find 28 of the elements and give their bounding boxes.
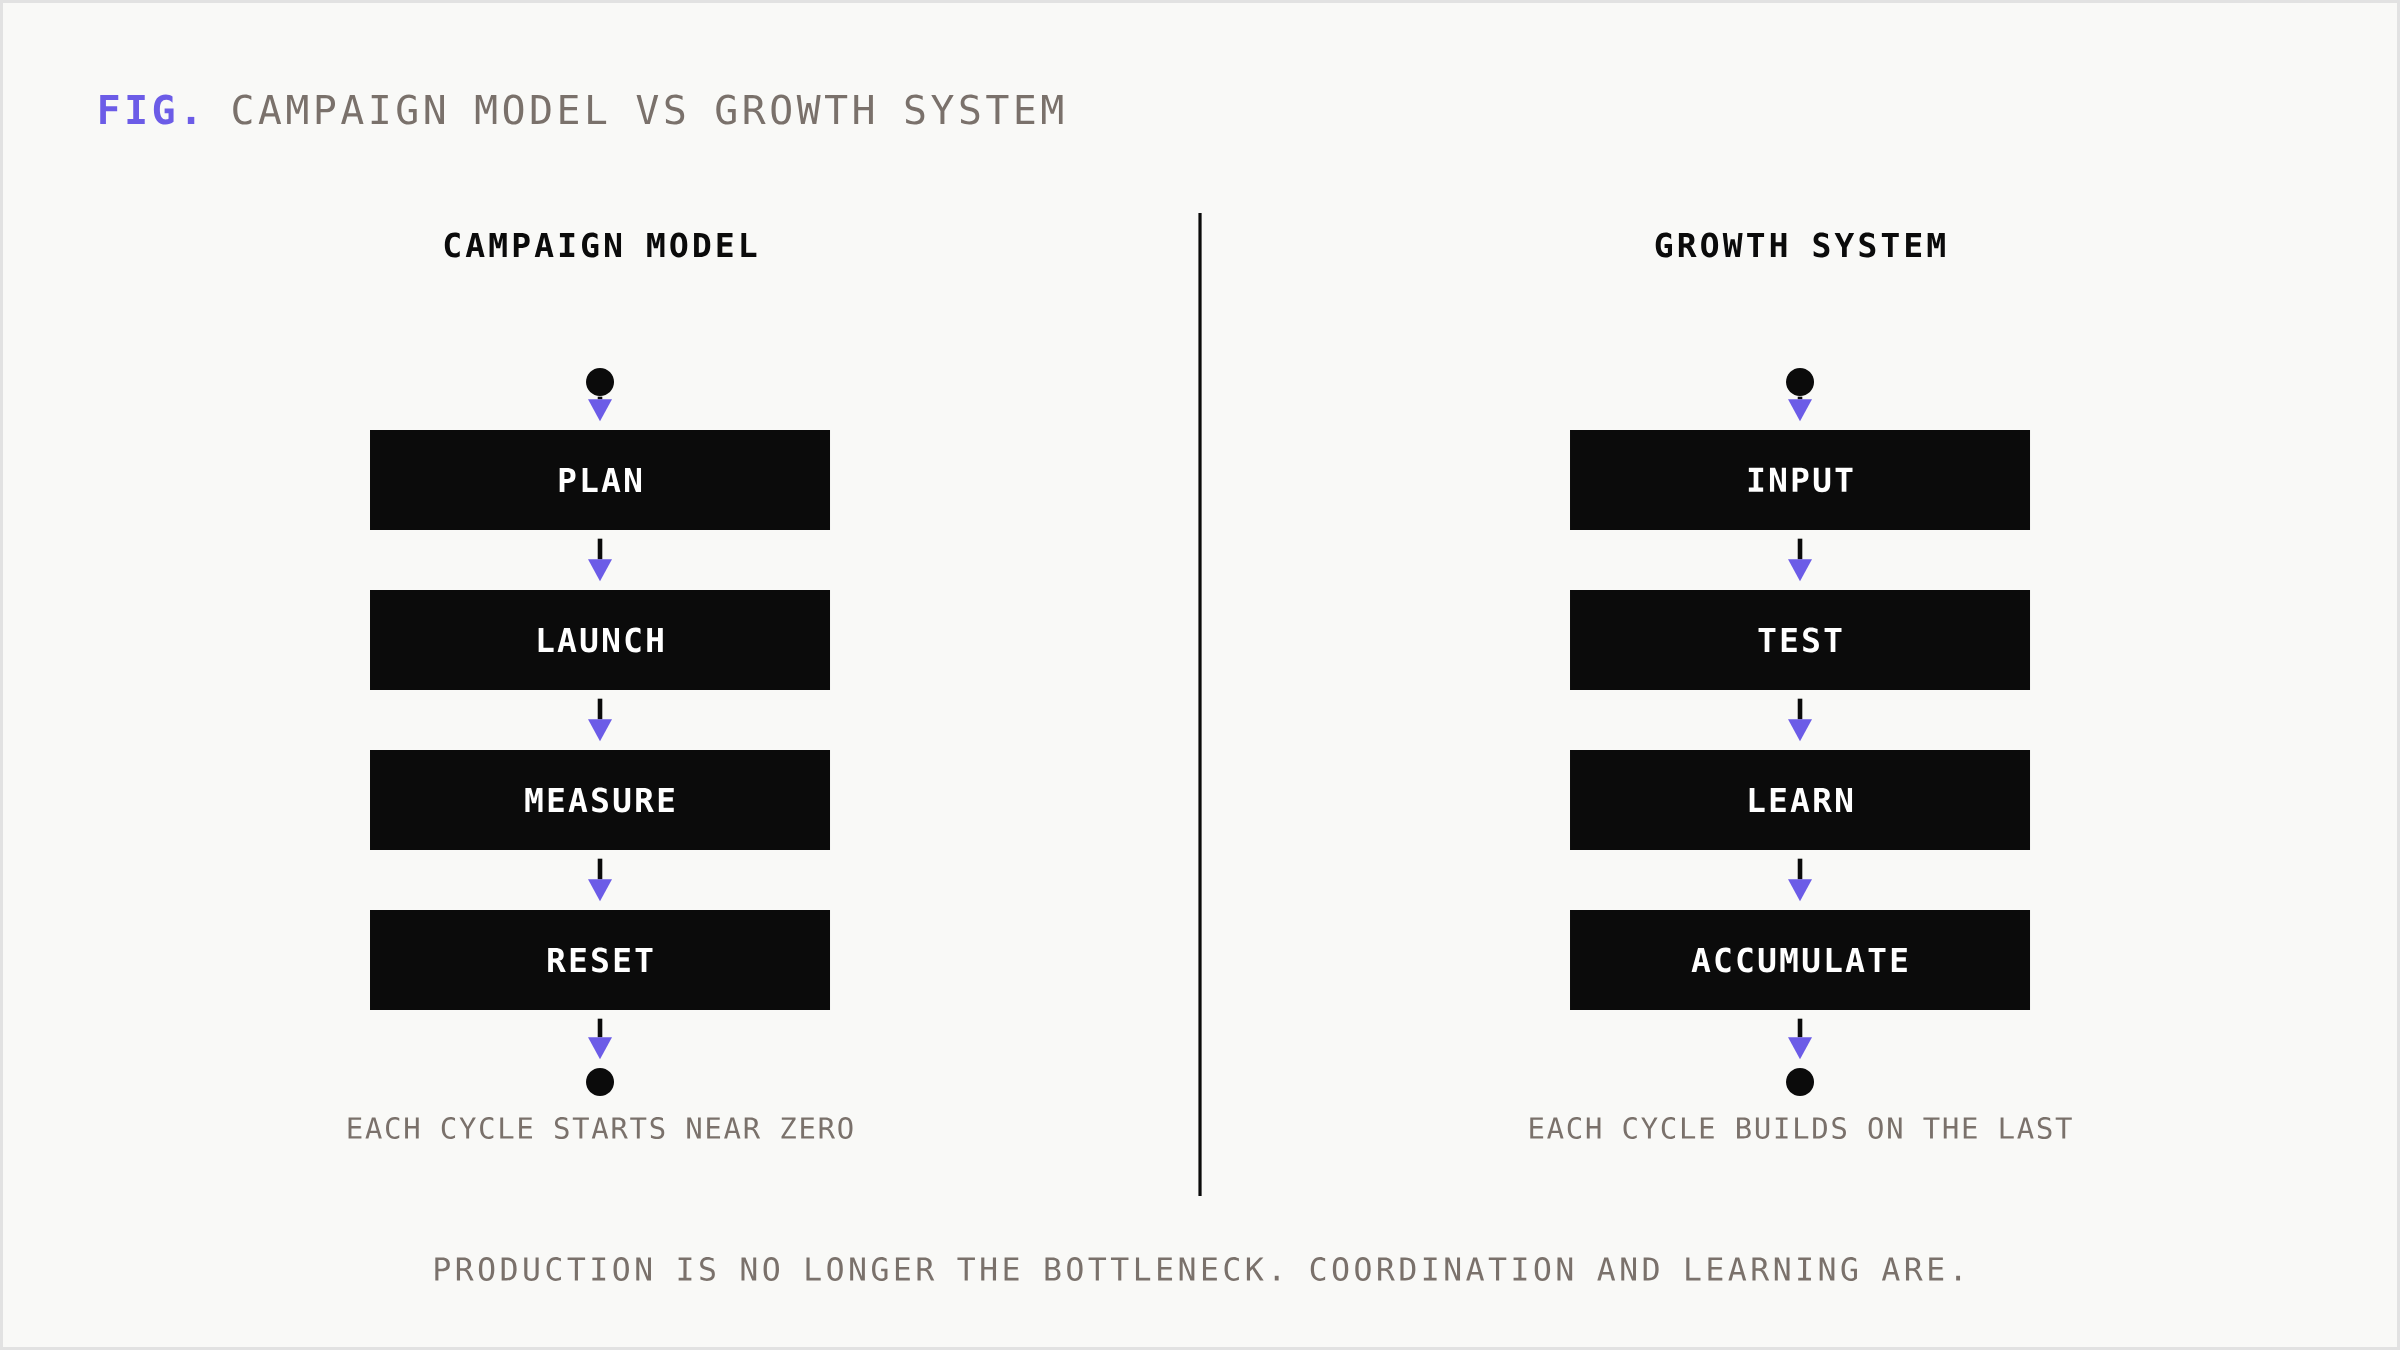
end-dot — [1786, 1068, 1815, 1096]
figure-title: FIG. CAMPAIGN MODEL VS GROWTH SYSTEM — [100, 94, 1063, 125]
step-box: LEARN — [1570, 750, 2031, 850]
step-box: PLAN — [370, 430, 830, 530]
arrow — [1788, 396, 1812, 422]
arrow — [1788, 1018, 1812, 1060]
step-box: ACCUMULATE — [1570, 910, 2031, 1010]
step-box: INPUT — [1570, 430, 2031, 530]
arrow — [588, 538, 612, 582]
start-dot — [586, 368, 614, 396]
arrow — [588, 1018, 612, 1060]
arrow — [588, 396, 612, 422]
caption: PRODUCTION IS NO LONGER THE BOTTLENECK. COORDINATION AND LEARNING ARE. — [435, 1257, 1961, 1281]
end-dot — [586, 1068, 614, 1096]
arrow — [1788, 858, 1812, 902]
step-box: LAUNCH — [370, 590, 830, 690]
column-note: EACH CYCLE BUILDS ON THE LAST — [1530, 1117, 2072, 1139]
arrow — [1788, 698, 1812, 742]
start-dot — [1786, 368, 1815, 396]
step-box: MEASURE — [370, 750, 830, 850]
column-heading: CAMPAIGN MODEL — [444, 232, 757, 258]
column-heading: GROWTH SYSTEM — [1655, 232, 1945, 258]
arrow — [1788, 538, 1812, 582]
step-box: TEST — [1570, 590, 2031, 690]
step-box: RESET — [370, 910, 830, 1010]
arrow — [588, 858, 612, 902]
arrow — [588, 698, 612, 742]
column-note: EACH CYCLE STARTS NEAR ZERO — [348, 1117, 853, 1139]
